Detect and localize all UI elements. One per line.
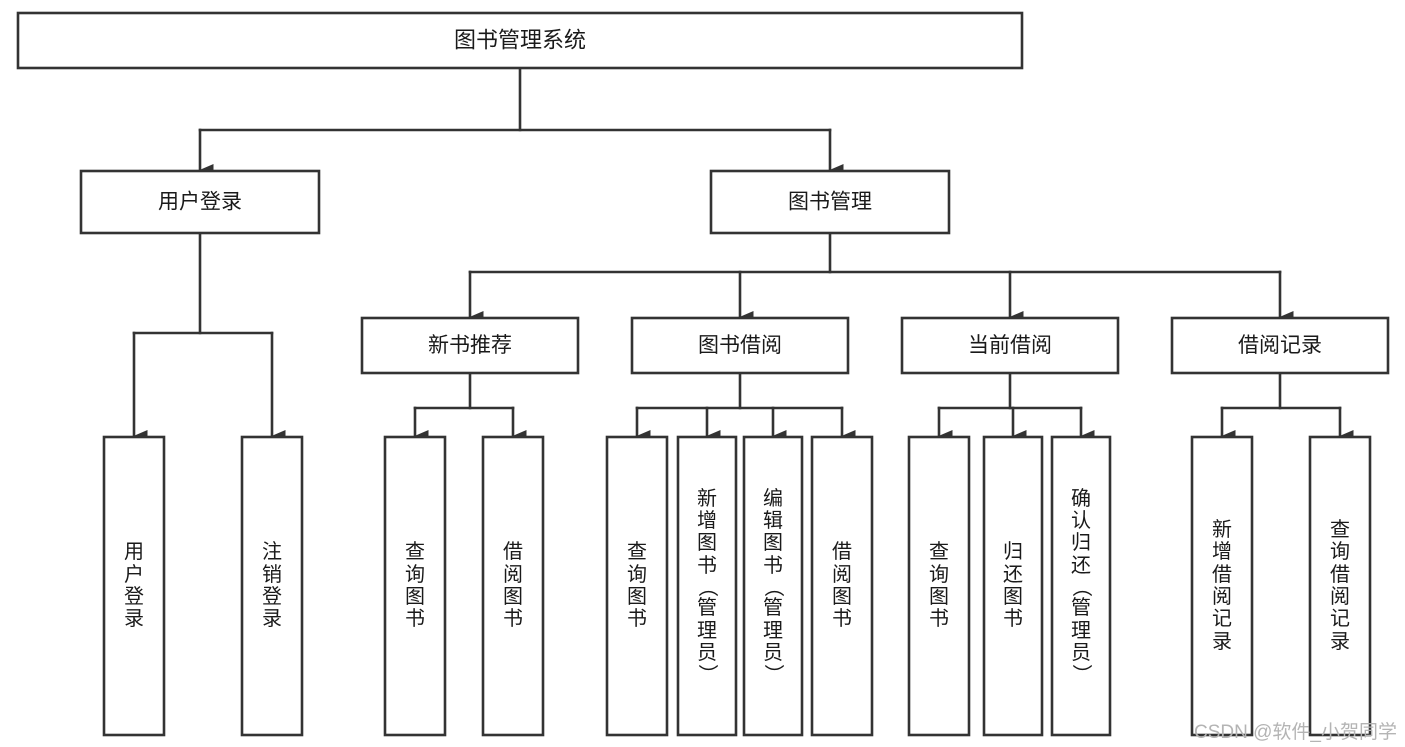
node-root-label: 图书管理系统 bbox=[454, 27, 586, 52]
node-leaf-1[interactable] bbox=[240, 435, 304, 737]
node-leaf-10[interactable] bbox=[1050, 435, 1112, 737]
node-l3-1[interactable] bbox=[630, 316, 850, 375]
node-l2-1-label: 图书管理 bbox=[788, 191, 872, 214]
node-leaf-7[interactable] bbox=[810, 435, 874, 737]
node-leaf-0[interactable] bbox=[102, 435, 166, 737]
node-leaf-12[interactable] bbox=[1308, 435, 1372, 737]
node-leaf-2[interactable] bbox=[383, 435, 447, 737]
node-l3-0-label: 新书推荐 bbox=[428, 334, 512, 357]
node-l2-1[interactable] bbox=[709, 169, 951, 235]
node-l3-3-label: 借阅记录 bbox=[1238, 334, 1322, 357]
node-l3-0[interactable] bbox=[360, 316, 580, 375]
connector-layer bbox=[132, 66, 1354, 442]
node-l2-0[interactable] bbox=[79, 169, 321, 235]
node-l3-2[interactable] bbox=[900, 316, 1120, 375]
node-l2-0-label: 用户登录 bbox=[158, 191, 242, 214]
node-leaf-5[interactable] bbox=[676, 435, 738, 737]
node-leaf-4[interactable] bbox=[605, 435, 669, 737]
node-l3-3[interactable] bbox=[1170, 316, 1390, 375]
node-l3-1-label: 图书借阅 bbox=[698, 334, 782, 357]
node-leaf-6[interactable] bbox=[742, 435, 804, 737]
node-leaf-8[interactable] bbox=[907, 435, 971, 737]
node-leaf-11[interactable] bbox=[1190, 435, 1254, 737]
node-leaf-9[interactable] bbox=[982, 435, 1044, 737]
node-leaf-3[interactable] bbox=[481, 435, 545, 737]
node-root[interactable] bbox=[16, 11, 1024, 70]
node-l3-2-label: 当前借阅 bbox=[968, 334, 1052, 357]
